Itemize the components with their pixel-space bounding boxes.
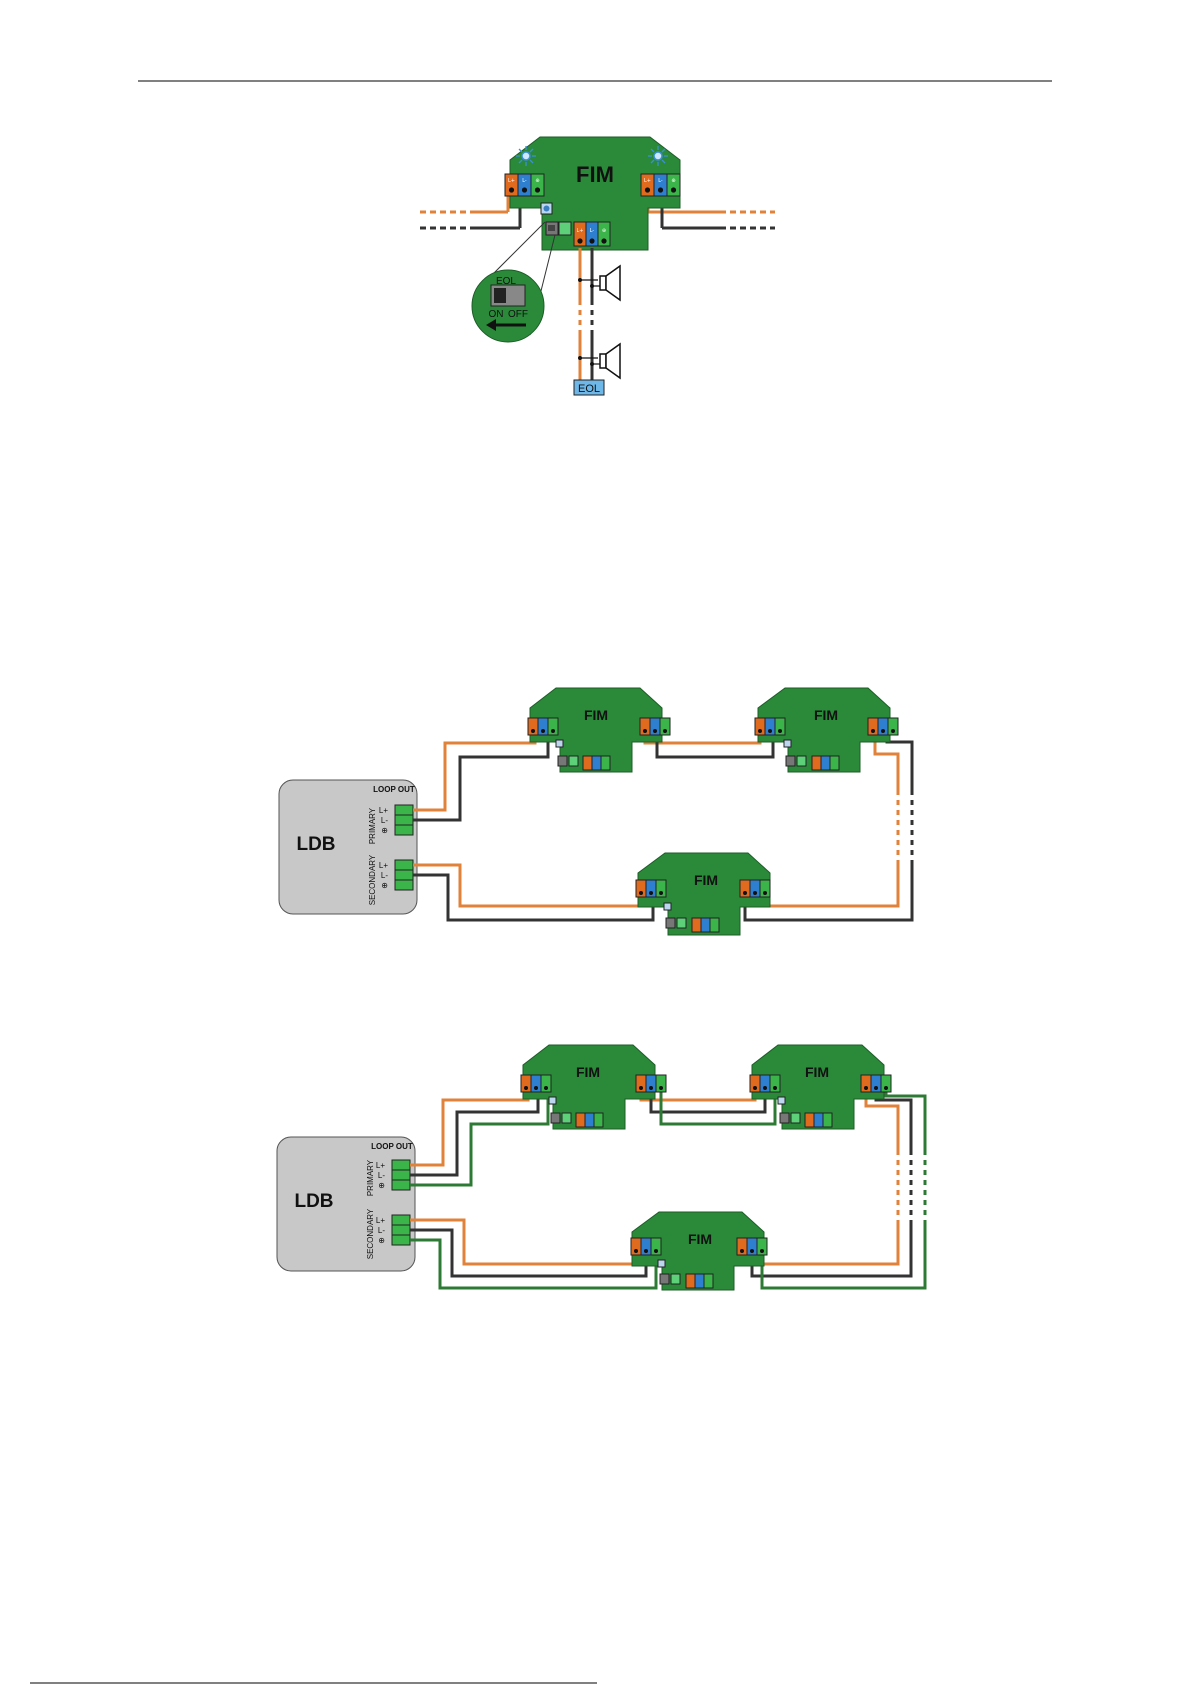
svg-text:L+: L+ [508, 178, 515, 184]
fim-board-1: FIM [521, 1045, 666, 1129]
svg-text:ON: ON [489, 309, 504, 320]
svg-text:⊕: ⊕ [671, 178, 675, 184]
fim-board-2: FIM [750, 1045, 891, 1129]
svg-text:LOOP OUT: LOOP OUT [373, 785, 415, 794]
svg-text:SECONDARY: SECONDARY [366, 1208, 375, 1259]
svg-text:LOOP OUT: LOOP OUT [371, 1142, 413, 1151]
left-incoming-wires [420, 195, 520, 228]
svg-text:LDB: LDB [296, 834, 335, 855]
ldb-primary-terminals: L+ L- ⊕ [376, 1160, 410, 1190]
svg-text:EOL: EOL [496, 276, 516, 287]
speaker-1-icon [578, 266, 620, 300]
bottom-terminal-block: L+ L- ⊕ [574, 222, 610, 246]
fim-board-2: FIM [755, 688, 898, 772]
led-left-icon [516, 146, 536, 166]
svg-text:L-: L- [590, 228, 595, 234]
speaker-2-icon [578, 344, 620, 378]
speaker-line-wires [580, 248, 592, 382]
svg-text:LDB: LDB [294, 1191, 333, 1212]
svg-text:FIM: FIM [805, 1064, 829, 1080]
ldb-primary-terminals: L+ L- ⊕ [379, 805, 413, 835]
svg-text:L+: L+ [376, 1161, 385, 1170]
svg-text:PRIMARY: PRIMARY [368, 807, 377, 844]
svg-text:FIM: FIM [584, 707, 608, 723]
svg-text:⊕: ⊕ [381, 881, 388, 890]
svg-text:L-: L- [522, 178, 527, 184]
fim-board-3: FIM [631, 1212, 767, 1290]
right-terminal-block: L+ L- ⊕ [641, 174, 680, 196]
figure-two-wire-loop: LDB LOOP OUT PRIMARY SECONDARY L+ L- ⊕ L… [279, 688, 912, 935]
svg-text:L+: L+ [376, 1216, 385, 1225]
svg-text:⊕: ⊕ [535, 178, 539, 184]
left-terminal-block: L+ L- ⊕ [505, 174, 544, 196]
svg-text:⊕: ⊕ [602, 228, 606, 234]
svg-text:FIM: FIM [688, 1231, 712, 1247]
eol-resistor-box: EOL [574, 380, 604, 395]
fim-board-1: FIM [528, 688, 670, 772]
figure-three-wire-loop: LDB LOOP OUT PRIMARY SECONDARY L+ L- ⊕ L… [277, 1045, 925, 1290]
svg-text:L+: L+ [379, 861, 388, 870]
svg-text:L+: L+ [577, 228, 584, 234]
svg-text:L-: L- [658, 178, 663, 184]
svg-text:L-: L- [378, 1226, 385, 1235]
fim-label: FIM [576, 162, 614, 187]
svg-text:⊕: ⊕ [378, 1181, 385, 1190]
fim-board-3: FIM [636, 853, 770, 935]
svg-text:L+: L+ [644, 178, 651, 184]
svg-text:FIM: FIM [576, 1064, 600, 1080]
svg-text:⊕: ⊕ [378, 1236, 385, 1245]
svg-text:OFF: OFF [508, 309, 528, 320]
svg-text:FIM: FIM [814, 707, 838, 723]
svg-text:EOL: EOL [578, 383, 600, 395]
svg-text:L-: L- [378, 1171, 385, 1180]
svg-text:⊕: ⊕ [381, 826, 388, 835]
svg-text:L+: L+ [379, 806, 388, 815]
svg-text:FIM: FIM [694, 872, 718, 888]
svg-text:PRIMARY: PRIMARY [366, 1159, 375, 1196]
figure-fim-eol-wiring: FIM L+ L- [420, 137, 775, 395]
svg-text:L-: L- [381, 816, 388, 825]
ldb-secondary-terminals: L+ L- ⊕ [376, 1215, 410, 1245]
svg-text:L-: L- [381, 871, 388, 880]
ldb-secondary-terminals: L+ L- ⊕ [379, 860, 413, 890]
svg-text:SECONDARY: SECONDARY [368, 854, 377, 905]
led-right-icon [648, 146, 668, 166]
